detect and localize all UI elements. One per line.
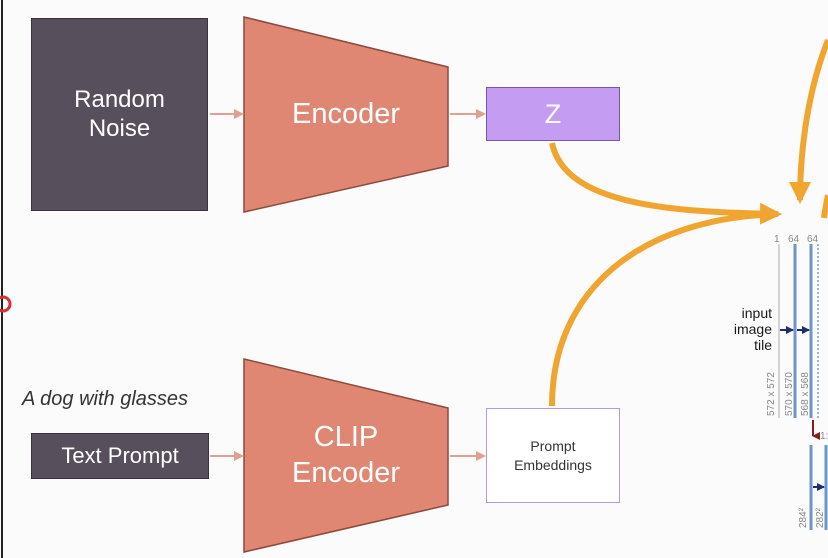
unet-size-label-1: 572 x 572 — [766, 372, 777, 416]
prompt-example-caption: A dog with glasses — [22, 388, 189, 410]
cursor-dot — [0, 295, 12, 313]
unet-channel-label-2: 64 — [788, 234, 800, 245]
unet-size-label-3: 568 x 568 — [800, 372, 811, 416]
unet-channel-label-1: 1 — [774, 234, 780, 245]
arrow-top-into-unet — [789, 38, 828, 204]
z-latent-block: Z — [486, 87, 620, 141]
random-noise-label: Random Noise — [74, 85, 165, 142]
prompt-embeddings-block: Prompt Embeddings — [486, 408, 620, 503]
encoder-label: Encoder — [291, 98, 400, 130]
random-noise-block: Random Noise — [31, 18, 208, 211]
unet-input-tile-label: input image tile — [733, 305, 772, 354]
encoder-shape — [243, 16, 449, 213]
clip-encoder-label: CLIP Encoder — [291, 421, 400, 490]
clip-encoder-shape — [243, 358, 449, 553]
z-label: Z — [544, 98, 562, 129]
unet-channel-label-3: 64 — [807, 234, 819, 245]
arrow-right-into-unet — [821, 194, 828, 219]
prompt-embeddings-label: Prompt Embeddings — [514, 438, 592, 473]
unet-down-size-label-2: 282² — [815, 507, 826, 528]
text-prompt-block: Text Prompt — [31, 433, 209, 479]
unet-size-label-2: 570 x 570 — [784, 372, 795, 416]
unet-cut-label: 1: — [820, 431, 828, 442]
unet-down-size-label-1: 284² — [798, 507, 809, 528]
arrow-z-to-unet — [549, 142, 782, 225]
text-prompt-label: Text Prompt — [61, 443, 179, 468]
arrow-embeddings-to-unet — [549, 211, 779, 407]
